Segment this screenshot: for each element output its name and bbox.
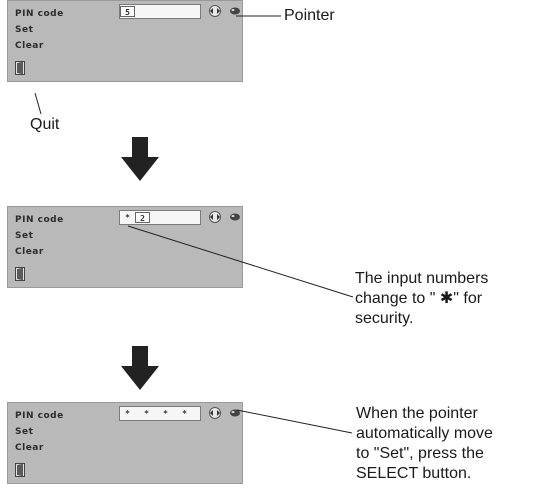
left-right-arrows-icon[interactable] xyxy=(207,5,223,17)
pin-digit-4: * xyxy=(182,409,187,418)
pin-menu-panel-1: PIN code Set Clear 5 xyxy=(7,0,243,82)
pin-digit-4 xyxy=(165,212,180,223)
pointer-caption: Pointer xyxy=(284,7,335,24)
set-caption-line-3: to "Set", press the xyxy=(356,445,484,462)
pin-input[interactable]: * * * * xyxy=(119,406,201,421)
set-item[interactable]: Set xyxy=(15,427,34,437)
pin-input[interactable]: 5 xyxy=(119,4,201,19)
clear-item[interactable]: Clear xyxy=(15,247,44,257)
pointer-icon[interactable] xyxy=(229,213,241,221)
set-caption-line-1: When the pointer xyxy=(356,405,478,422)
clear-item[interactable]: Clear xyxy=(15,443,44,453)
left-right-arrows-icon[interactable] xyxy=(207,211,223,223)
pointer-icon[interactable] xyxy=(229,7,241,15)
door-quit-icon[interactable] xyxy=(15,463,25,477)
pin-code-label: PIN code xyxy=(15,411,64,421)
pin-menu-panel-2: PIN code Set Clear * 2 xyxy=(7,206,243,288)
set-caption-line-2: automatically move xyxy=(356,425,493,442)
pin-digit-3 xyxy=(150,212,165,223)
pin-digit-3 xyxy=(150,6,165,17)
pin-code-label: PIN code xyxy=(15,215,64,225)
pin-digit-3: * xyxy=(163,409,168,418)
pin-digit-4 xyxy=(165,6,180,17)
pointer-icon[interactable] xyxy=(229,409,241,417)
pin-digit-2 xyxy=(135,6,150,17)
pin-digit-1: * xyxy=(125,409,130,418)
set-item[interactable]: Set xyxy=(15,25,34,35)
door-quit-icon[interactable] xyxy=(15,61,25,75)
quit-caption: Quit xyxy=(30,116,60,133)
pin-digit-1: * xyxy=(125,213,130,222)
clear-item[interactable]: Clear xyxy=(15,41,44,51)
down-arrow-icon xyxy=(121,137,159,181)
input-caption-line-3: security. xyxy=(355,310,414,327)
input-caption-line-1: The input numbers xyxy=(355,270,489,287)
pin-digit-2: 2 xyxy=(135,212,150,223)
left-right-arrows-icon[interactable] xyxy=(207,407,223,419)
pin-code-label: PIN code xyxy=(15,9,64,19)
down-arrow-icon xyxy=(121,346,159,390)
set-item[interactable]: Set xyxy=(15,231,34,241)
pin-digit-2: * xyxy=(144,409,149,418)
set-caption-line-4: SELECT button. xyxy=(356,465,472,482)
door-quit-icon[interactable] xyxy=(15,267,25,281)
pin-digit-1: 5 xyxy=(120,6,135,17)
input-caption-line-2: change to " ✱" for xyxy=(355,290,483,307)
pin-menu-panel-3: PIN code Set Clear * * * * xyxy=(7,402,243,484)
pin-input[interactable]: * 2 xyxy=(119,210,201,225)
